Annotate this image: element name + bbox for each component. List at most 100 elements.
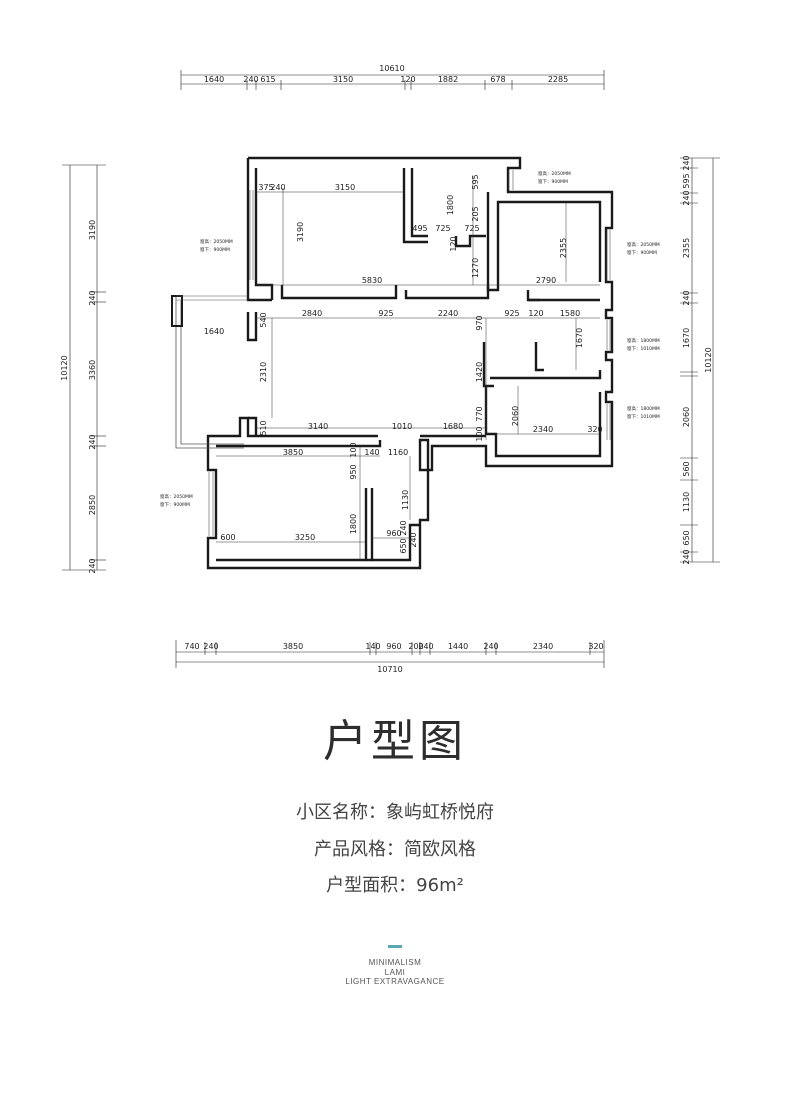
dim-int-34: 2340 [533, 425, 553, 434]
top-dimension-chain [180, 70, 605, 90]
dim-int-13: 2355 [559, 238, 568, 258]
dim-int-17: 925 [378, 309, 393, 318]
dim-int-38: 100 [349, 442, 358, 457]
dim-right-2: 595 [682, 173, 691, 188]
floor-plan-diagram: 10610 1640 240 615 3150 120 1882 678 228… [60, 64, 720, 674]
window-note-5b: 窗下：1010MM [627, 413, 660, 420]
dim-int-26: 2310 [259, 362, 268, 382]
dim-int-15: 2790 [536, 276, 556, 285]
dim-int-21: 120 [528, 309, 543, 318]
dim-right-5: 240 [682, 290, 691, 305]
dim-int-19: 970 [475, 315, 484, 330]
dim-right-7: 2060 [682, 407, 691, 427]
dim-int-42: 1130 [401, 490, 410, 510]
dim-top-total: 10610 [379, 64, 404, 73]
dim-bottom-8: 1440 [448, 642, 468, 651]
dim-int-41: 950 [349, 464, 358, 479]
window-note-1b: 窗下：900MM [200, 246, 230, 253]
dim-left-3: 3360 [88, 360, 97, 380]
dim-int-6: 595 [471, 174, 480, 189]
walls [206, 156, 614, 570]
dim-bottom-5: 960 [386, 642, 401, 651]
dim-int-18: 2240 [438, 309, 458, 318]
dim-right-9: 1130 [682, 492, 691, 512]
window-note-6a: 窗高：2050MM [160, 493, 193, 500]
dim-int-32: 1680 [443, 422, 463, 431]
dim-bottom-7: 240 [418, 642, 433, 651]
dim-int-39: 140 [364, 448, 379, 457]
window-note-4a: 窗高：1800MM [627, 337, 660, 344]
dim-int-29: 770 [475, 406, 484, 421]
dim-top-2: 240 [243, 75, 258, 84]
window-note-2b: 窗下：900MM [538, 178, 568, 185]
window-note-1a: 窗高：2050MM [200, 238, 233, 245]
window-note-3b: 窗下：900MM [627, 249, 657, 256]
dim-right-3: 240 [682, 190, 691, 205]
left-dimension-chain [62, 164, 106, 571]
window-note-4b: 窗下：1010MM [627, 345, 660, 352]
dim-int-25: 1670 [575, 328, 584, 348]
community-name: 小区名称：象屿虹桥悦府 [296, 802, 494, 823]
dim-bottom-2: 240 [203, 642, 218, 651]
dim-left-2: 240 [88, 290, 97, 305]
dim-int-44: 600 [220, 533, 235, 542]
dim-int-40: 1160 [388, 448, 408, 457]
dim-int-7: 495 [412, 224, 427, 233]
dim-top-3: 615 [260, 75, 275, 84]
dim-int-36: 510 [259, 420, 268, 435]
dim-int-4: 3190 [296, 222, 305, 242]
dim-right-4: 2355 [682, 238, 691, 258]
dim-right-10: 650 [682, 530, 691, 545]
dim-int-8: 725 [435, 224, 450, 233]
dim-bottom-11: 320 [588, 642, 603, 651]
window-notes: 窗高：2050MM 窗下：900MM 窗高：2050MM 窗下：900MM 窗高… [160, 170, 660, 508]
dim-int-31: 1010 [392, 422, 412, 431]
window-note-2a: 窗高：2050MM [538, 170, 571, 177]
dim-int-37: 3850 [283, 448, 303, 457]
dim-bottom-6: 200 [408, 642, 423, 651]
dim-int-3: 3150 [335, 183, 355, 192]
dim-top-6: 1882 [438, 75, 458, 84]
dim-int-23: 540 [259, 312, 268, 327]
brand-line-2: LAMI [384, 968, 406, 977]
dim-left-1: 3190 [88, 220, 97, 240]
dim-int-35: 320 [587, 425, 602, 434]
dim-int-45: 3250 [295, 533, 315, 542]
dim-int-14: 5830 [362, 276, 382, 285]
dim-left-5: 2850 [88, 495, 97, 515]
bottom-dimension-chain [175, 640, 605, 668]
dim-int-27: 1420 [475, 362, 484, 382]
dim-int-1: 375 [258, 183, 273, 192]
dim-bottom-3: 3850 [283, 642, 303, 651]
interior-dimension-labels: 375 240 3150 3190 1800 595 495 725 725 2… [204, 174, 603, 553]
accent-bar [388, 945, 402, 948]
dim-int-46: 960 [386, 529, 401, 538]
dim-bottom-10: 2340 [533, 642, 553, 651]
dim-int-30: 3140 [308, 422, 328, 431]
interior-guides [216, 176, 600, 560]
dim-top-7: 678 [490, 75, 505, 84]
dim-bottom-9: 240 [483, 642, 498, 651]
dim-left-4: 240 [88, 434, 97, 449]
dim-int-43: 1800 [349, 514, 358, 534]
brand-line-1: MINIMALISM [368, 958, 422, 967]
dim-int-49: 240 [409, 532, 418, 547]
dim-right-total: 10120 [704, 347, 713, 372]
dim-top-1: 1640 [204, 75, 224, 84]
windows [171, 170, 611, 536]
window-note-5a: 窗高：1800MM [627, 405, 660, 412]
dim-bottom-4: 140 [365, 642, 380, 651]
dim-int-11: 120 [449, 236, 458, 251]
dim-right-11: 240 [682, 549, 691, 564]
product-style: 产品风格：简欧风格 [314, 839, 476, 860]
dim-top-8: 2285 [548, 75, 568, 84]
dim-int-2: 240 [270, 183, 285, 192]
dim-left-total: 10120 [60, 355, 69, 380]
dim-right-8: 560 [682, 461, 691, 476]
right-dimension-chain [680, 157, 720, 563]
dim-int-47: 240 [399, 520, 408, 535]
dim-int-10: 205 [471, 206, 480, 221]
dim-int-9: 725 [464, 224, 479, 233]
dim-int-48: 650 [399, 538, 408, 553]
window-note-6b: 窗下：900MM [160, 501, 190, 508]
